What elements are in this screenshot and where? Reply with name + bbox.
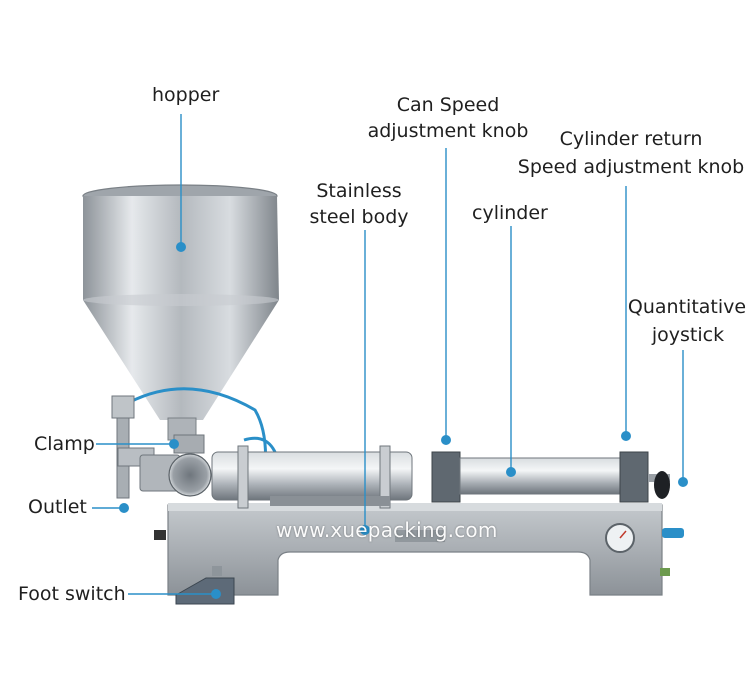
machine-base	[167, 503, 663, 596]
side-connector	[660, 568, 670, 576]
hopper-dot	[176, 242, 186, 252]
air-cylinder	[431, 451, 670, 503]
clamp-dot	[169, 439, 179, 449]
quantitative-label-line1: Quantitative	[627, 296, 747, 318]
joystick-dot	[678, 477, 688, 487]
cylinder-label: cylinder	[472, 202, 548, 224]
cylinder-return-label-line1: Cylinder return	[559, 128, 703, 150]
stainless-body-dot	[360, 525, 370, 535]
can-speed-label-line1: Can Speed	[396, 94, 500, 116]
hopper-label: hopper	[152, 84, 220, 106]
stainless-cylinder-body	[211, 445, 413, 509]
stainless-label-line2: steel body	[309, 206, 409, 228]
callout-dots	[119, 242, 688, 599]
side-port	[154, 530, 166, 540]
cylinder-return-dot	[621, 431, 631, 441]
pressure-gauge	[605, 523, 635, 553]
valve-assembly	[111, 395, 212, 499]
outlet-dot	[119, 503, 129, 513]
cylinder-return-label-line2: Speed adjustment knob	[517, 156, 745, 178]
air-fitting	[662, 528, 684, 538]
cylinder-dot	[506, 467, 516, 477]
can-speed-label-line2: adjustment knob	[367, 120, 529, 142]
foot-switch-label: Foot switch	[18, 583, 126, 605]
stainless-label-line1: Stainless	[316, 180, 402, 202]
callout-lines	[92, 114, 684, 595]
can-speed-dot	[441, 435, 451, 445]
quantitative-label-line2: joystick	[651, 324, 725, 346]
watermark-text: www.xuepacking.com	[276, 518, 498, 542]
foot-switch-dot	[211, 589, 221, 599]
clamp-label: Clamp	[34, 433, 95, 455]
outlet-label: Outlet	[28, 496, 87, 518]
air-tube	[129, 387, 267, 471]
